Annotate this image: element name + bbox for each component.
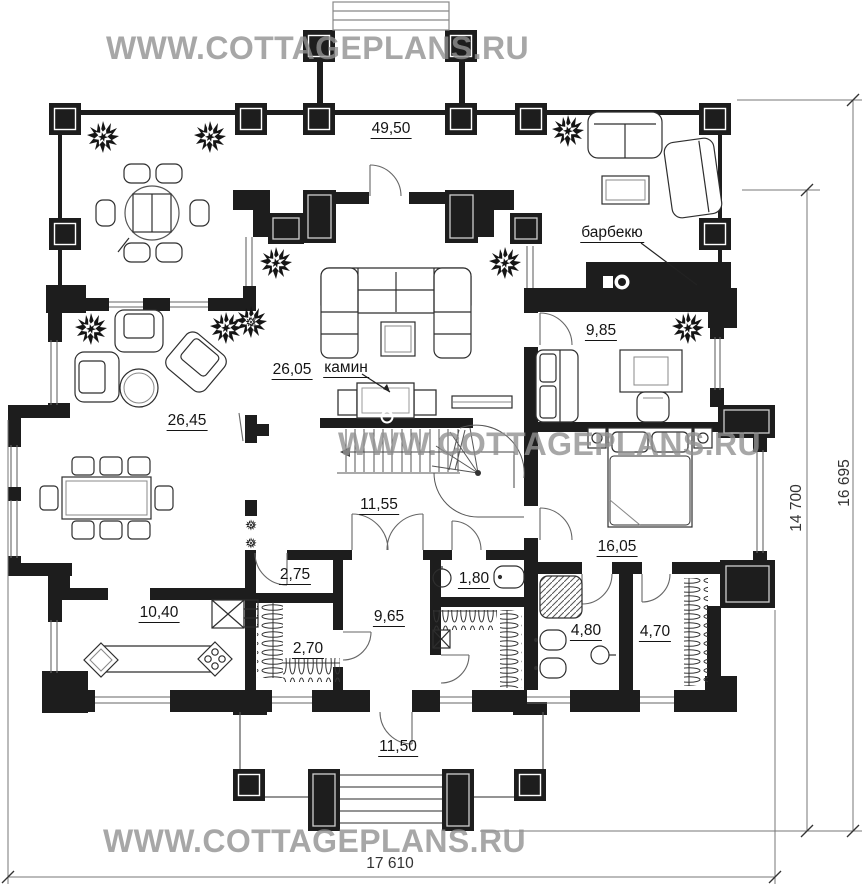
room-area-pantry: 2,75 — [278, 566, 312, 586]
dimension-width: 17 610 — [366, 855, 414, 872]
terrace-table-set — [95, 163, 210, 263]
bathroom-fixtures — [533, 575, 616, 679]
dimension-depth-outer: 16 695 — [836, 459, 853, 507]
room-area-hall: 11,55 — [359, 496, 399, 516]
dining-table-set — [39, 456, 174, 540]
room-area-dining: 26,45 — [166, 412, 208, 432]
storage-shelving — [432, 610, 522, 688]
room-area-bathroom: 4,80 — [569, 622, 603, 642]
porch-steps — [239, 712, 544, 824]
dimension-depth-inner: 14 700 — [788, 484, 805, 532]
barbecue-label: барбекю — [580, 224, 644, 244]
pier-outlines — [272, 194, 770, 827]
wc-fixtures — [432, 565, 525, 589]
furniture — [39, 111, 723, 824]
dimension-lines — [1, 93, 862, 884]
room-area-wardrobe: 4,70 — [638, 623, 672, 643]
room-area-closet: 2,70 — [291, 640, 325, 660]
room-area-bedroom: 16,05 — [596, 538, 638, 558]
room-area-kitchen: 10,40 — [138, 604, 180, 624]
room-area-living: 26,05 — [271, 361, 313, 381]
dining-armchairs — [74, 309, 227, 408]
leader-lines — [361, 242, 698, 393]
watermark-top: WWW.COTTAGEPLANS.RU — [106, 30, 529, 66]
portico-steps — [332, 1, 450, 31]
room-area-entry: 9,65 — [372, 608, 406, 628]
windows — [10, 237, 764, 704]
room-area-terrace: 49,50 — [370, 120, 412, 140]
study-furniture — [535, 349, 683, 423]
barbecue-grill — [603, 274, 630, 290]
fireplace-label: камин — [323, 359, 369, 379]
bedroom-furniture — [587, 427, 713, 528]
watermark-bottom: WWW.COTTAGEPLANS.RU — [103, 823, 526, 859]
room-area-wc: 1,80 — [457, 570, 491, 590]
staircase — [337, 424, 525, 518]
wardrobe-hangers — [684, 578, 708, 686]
room-area-study: 9,85 — [584, 322, 618, 342]
walls — [8, 62, 775, 831]
kitchen-units — [83, 599, 259, 678]
doors — [238, 164, 671, 745]
room-area-porch: 11,50 — [378, 738, 418, 758]
living-sofa-set — [320, 267, 472, 359]
closet-hangers — [257, 602, 340, 682]
barbecue-furniture — [587, 111, 723, 219]
watermark-middle: WWW.COTTAGEPLANS.RU — [338, 426, 761, 462]
